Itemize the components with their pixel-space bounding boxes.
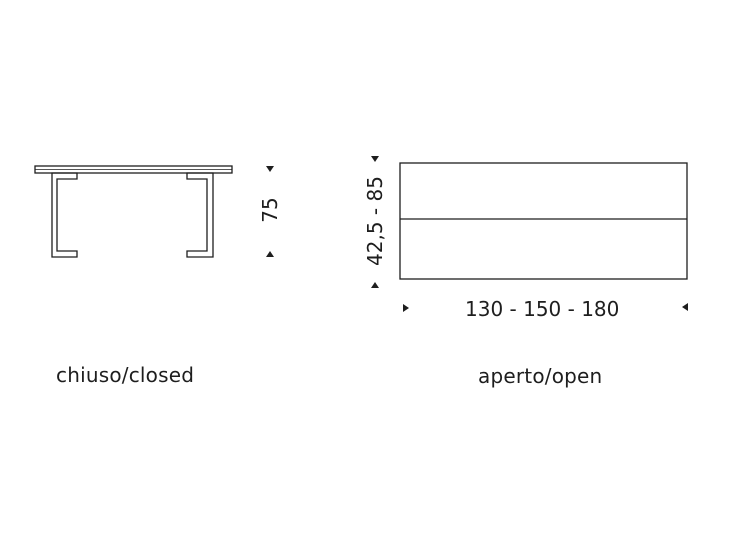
open-table-drawing xyxy=(399,162,688,280)
arrow-down-icon xyxy=(266,166,274,172)
closed-left-leg xyxy=(51,172,78,258)
arrow-up-icon xyxy=(266,251,274,257)
closed-height-label: 75 xyxy=(258,197,282,223)
open-length-label: 130 - 150 - 180 xyxy=(465,297,620,321)
arrow-right-icon xyxy=(403,304,409,312)
arrow-up-icon xyxy=(371,282,379,288)
arrow-left-icon xyxy=(682,303,688,311)
open-length-arrows xyxy=(403,303,688,312)
arrow-down-icon xyxy=(371,156,379,162)
open-caption: aperto/open xyxy=(478,364,603,388)
closed-caption: chiuso/closed xyxy=(56,363,195,387)
closed-right-leg xyxy=(186,172,214,258)
open-depth-arrows xyxy=(371,156,379,288)
open-depth-label: 42,5 - 85 xyxy=(363,176,387,266)
closed-height-arrows xyxy=(266,166,274,257)
closed-table-drawing xyxy=(34,165,233,258)
open-tabletop xyxy=(399,162,688,280)
